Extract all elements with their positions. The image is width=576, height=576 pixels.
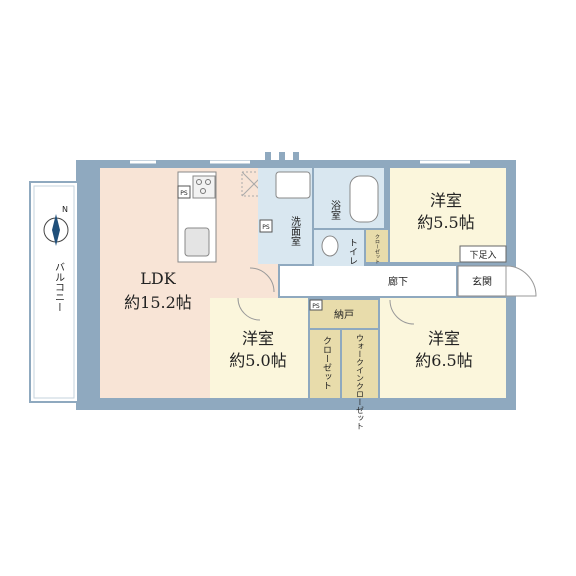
toilet-icon — [321, 235, 339, 257]
bathtub-icon — [349, 175, 379, 223]
western-room-1-size: 約5.5帖 — [417, 213, 474, 232]
entrance-label: 玄関 — [472, 275, 492, 288]
washroom-label: 洗面室 — [289, 216, 301, 246]
western-room-3 — [380, 298, 506, 398]
western-room-2-label: 洋室 — [242, 329, 274, 348]
kitchen-sink-icon — [184, 227, 210, 257]
storage-label: 納戸 — [334, 308, 354, 321]
hallway-label: 廊下 — [388, 275, 408, 288]
western-room-2-size: 約5.0帖 — [229, 351, 286, 370]
small-closet-label: クローゼット — [374, 234, 380, 264]
shoe-box-label: 下足入 — [469, 250, 496, 261]
balcony-label: バルコニー — [53, 262, 65, 312]
western-room-3-size: 約6.5帖 — [415, 351, 472, 370]
entrance-door-icon — [505, 265, 537, 297]
hallway — [280, 266, 456, 296]
ps-label: PS — [312, 303, 320, 310]
compass-icon: N — [43, 205, 69, 246]
ps-label: PS — [180, 190, 188, 197]
toilet-label: トイレ — [347, 238, 358, 265]
closet-label: クローゼット — [321, 336, 332, 390]
ldk-size: 約15.2帖 — [124, 293, 192, 312]
western-room-1-label: 洋室 — [430, 191, 462, 210]
western-room-2 — [210, 298, 308, 398]
bathroom-label: 浴室 — [329, 200, 341, 220]
compass-north-label: N — [62, 205, 68, 214]
closet — [310, 330, 340, 398]
ldk-label: LDK — [140, 269, 176, 288]
walk-in-closet — [342, 330, 378, 398]
ps-label: PS — [262, 224, 270, 231]
walk-in-closet-label: ウォークインクローゼット — [356, 334, 365, 430]
stove-icon — [192, 175, 216, 199]
small-closet — [366, 230, 388, 262]
washing-machine-icon — [275, 171, 311, 199]
western-room-3-label: 洋室 — [428, 329, 460, 348]
